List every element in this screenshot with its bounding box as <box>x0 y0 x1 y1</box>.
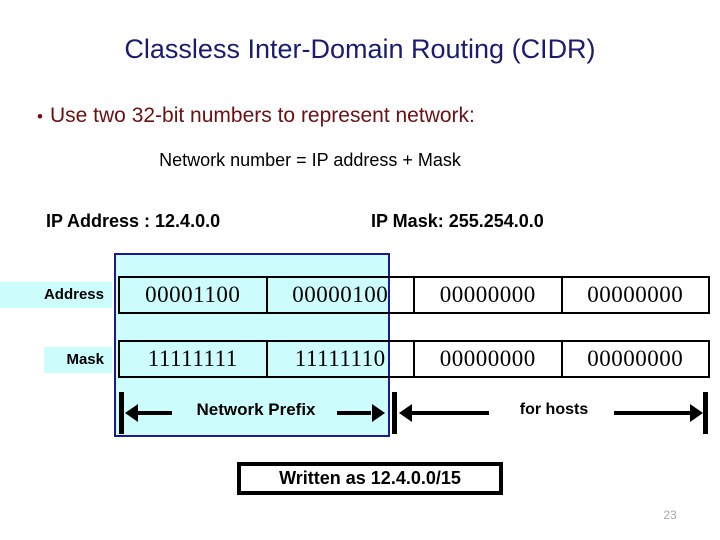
network-prefix-line-right <box>337 411 371 415</box>
prefix-start-tick-icon <box>119 392 124 434</box>
network-prefix-line-left <box>136 411 172 415</box>
for-hosts-arrow-right-icon <box>690 404 703 422</box>
subline-text: Network number = IP address + Mask <box>159 150 461 170</box>
mask-octet-3: 00000000 <box>413 340 563 378</box>
address-bits-row: 00001100 00000100 00000000 00000000 <box>118 276 710 314</box>
network-prefix-highlight-box <box>114 253 390 437</box>
ip-mask-heading: IP Mask: 255.254.0.0 <box>371 211 544 231</box>
prefix-end-tick-icon <box>392 392 397 434</box>
mask-bits-row: 11111111 11111110 00000000 00000000 <box>118 340 710 378</box>
address-octet-4: 00000000 <box>560 276 710 314</box>
address-octet-2: 00000100 <box>265 276 415 314</box>
network-prefix-arrow-right-icon <box>372 404 385 422</box>
for-hosts-line-right <box>614 411 690 415</box>
page-title: Classless Inter-Domain Routing (CIDR) <box>124 34 596 64</box>
ip-address-heading: IP Address : 12.4.0.0 <box>46 211 221 231</box>
mask-octet-2: 11111110 <box>265 340 415 378</box>
network-prefix-arrow-left-icon <box>125 404 138 422</box>
network-prefix-label: Network Prefix <box>196 400 316 419</box>
mask-octet-1: 11111111 <box>118 340 268 378</box>
hosts-end-tick-icon <box>703 392 708 434</box>
for-hosts-label: for hosts <box>519 401 589 418</box>
bullet-item-label: Use two 32-bit numbers to represent netw… <box>50 104 475 127</box>
for-hosts-line-left <box>410 411 489 415</box>
row-label-address: Address <box>0 282 112 308</box>
row-label-mask: Mask <box>44 347 112 373</box>
page-number: 23 <box>663 508 677 522</box>
address-octet-3: 00000000 <box>413 276 563 314</box>
written-as-callout: Written as 12.4.0.0/15 <box>237 462 503 495</box>
bullet-list-item: • Use two 32-bit numbers to represent ne… <box>30 104 710 128</box>
address-octet-1: 00001100 <box>118 276 268 314</box>
for-hosts-arrow-left-icon <box>399 404 412 422</box>
bullet-marker-icon: • <box>37 107 43 126</box>
span-annotation-band: Network Prefix for hosts <box>0 390 720 436</box>
mask-octet-4: 00000000 <box>560 340 710 378</box>
